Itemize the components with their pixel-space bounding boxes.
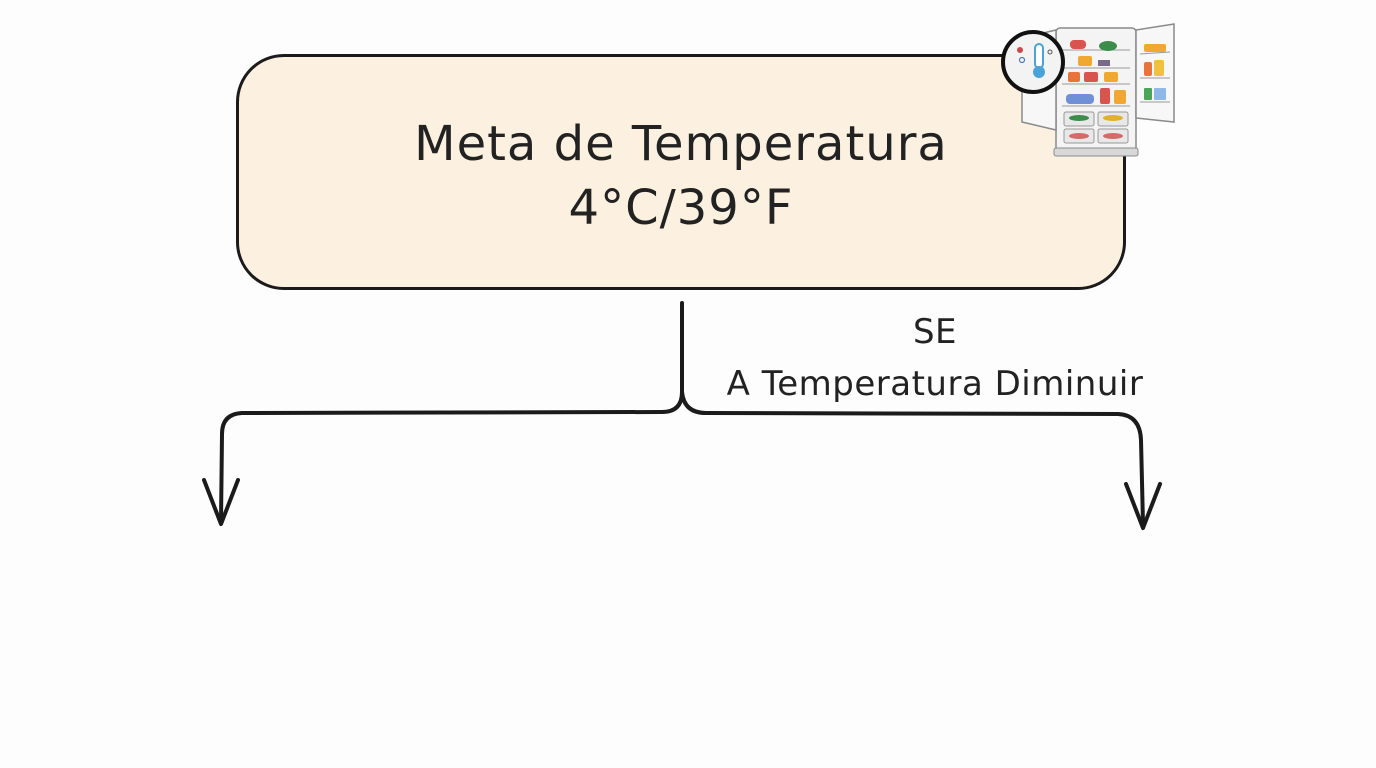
left-branch-connector [219, 410, 664, 524]
temperature-target-node [236, 54, 1126, 290]
node-title: Meta de Temperatura [414, 116, 948, 172]
decrease-condition-label: SE A Temperatura Diminuir [700, 306, 1170, 410]
condition-keyword: SE [912, 312, 958, 352]
right-branch-connector [680, 390, 1145, 526]
node-value: 4°C/39°F [568, 180, 794, 236]
thermometer-icon [1001, 30, 1065, 94]
left-arrowhead-icon [202, 478, 240, 526]
temperature-target-text: Meta de Temperatura 4°C/39°F [236, 112, 1126, 240]
right-arrowhead-icon [1124, 482, 1162, 530]
fridge-with-thermometer-icon [1001, 23, 1175, 157]
condition-text: A Temperatura Diminuir [726, 364, 1144, 404]
trunk-connector [660, 301, 684, 414]
